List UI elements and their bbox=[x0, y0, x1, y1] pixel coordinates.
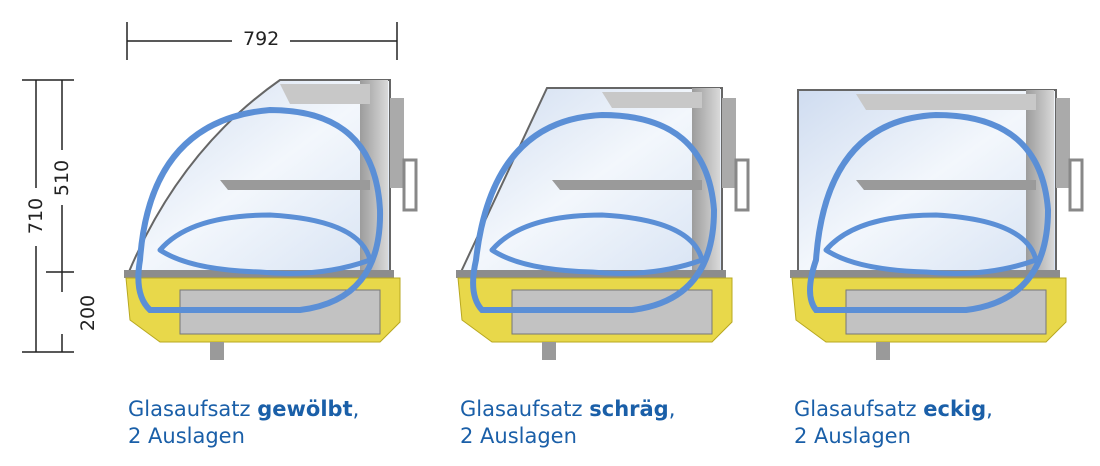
caption-bold: schräg bbox=[589, 397, 669, 421]
side-post bbox=[722, 98, 736, 188]
caption-suffix: , bbox=[986, 397, 993, 421]
drain-fitting bbox=[210, 342, 224, 360]
handle bbox=[1068, 158, 1084, 212]
upper-shelf bbox=[856, 180, 1036, 190]
caption-prefix: Glasaufsatz bbox=[794, 397, 917, 421]
airflow-outer bbox=[470, 111, 718, 313]
drain-fitting bbox=[542, 342, 556, 360]
base-height-dimension-label: 200 bbox=[77, 294, 100, 332]
airflow-outer bbox=[135, 106, 384, 313]
caption-suffix: , bbox=[352, 397, 360, 421]
caption-sloped: Glasaufsatz schräg, 2 Auslagen bbox=[460, 396, 675, 450]
showcase-curved bbox=[124, 79, 418, 360]
caption-angular: Glasaufsatz eckig, 2 Auslagen bbox=[794, 396, 993, 450]
drain-fitting bbox=[876, 342, 890, 360]
caption-line2: 2 Auslagen bbox=[128, 424, 245, 448]
caption-bold: gewölbt bbox=[257, 397, 353, 421]
handle bbox=[402, 158, 418, 212]
caption-curved: Glasaufsatz gewölbt, 2 Auslagen bbox=[128, 396, 359, 450]
side-post bbox=[1056, 98, 1070, 188]
top-shelf bbox=[602, 92, 702, 108]
side-post bbox=[390, 98, 404, 188]
total-height-dimension-label: 710 bbox=[25, 197, 48, 235]
caption-bold: eckig bbox=[923, 397, 987, 421]
caption-line2: 2 Auslagen bbox=[794, 424, 911, 448]
airflow-inner bbox=[489, 212, 705, 276]
caption-line2: 2 Auslagen bbox=[460, 424, 577, 448]
upper-shelf bbox=[552, 180, 702, 190]
width-dimension-label: 792 bbox=[243, 28, 280, 50]
top-shelf bbox=[856, 94, 1036, 110]
caption-suffix: , bbox=[668, 397, 676, 421]
airflow-outer bbox=[807, 111, 1052, 313]
airflow-inner bbox=[823, 212, 1039, 276]
showcase-angular bbox=[790, 89, 1084, 360]
caption-prefix: Glasaufsatz bbox=[460, 397, 583, 421]
glass-height-dimension-label: 510 bbox=[51, 159, 74, 197]
caption-prefix: Glasaufsatz bbox=[128, 397, 251, 421]
top-shelf bbox=[280, 84, 370, 104]
showcase-sloped bbox=[456, 87, 750, 360]
upper-shelf bbox=[220, 180, 370, 190]
handle bbox=[734, 158, 750, 212]
airflow-inner bbox=[157, 212, 373, 276]
